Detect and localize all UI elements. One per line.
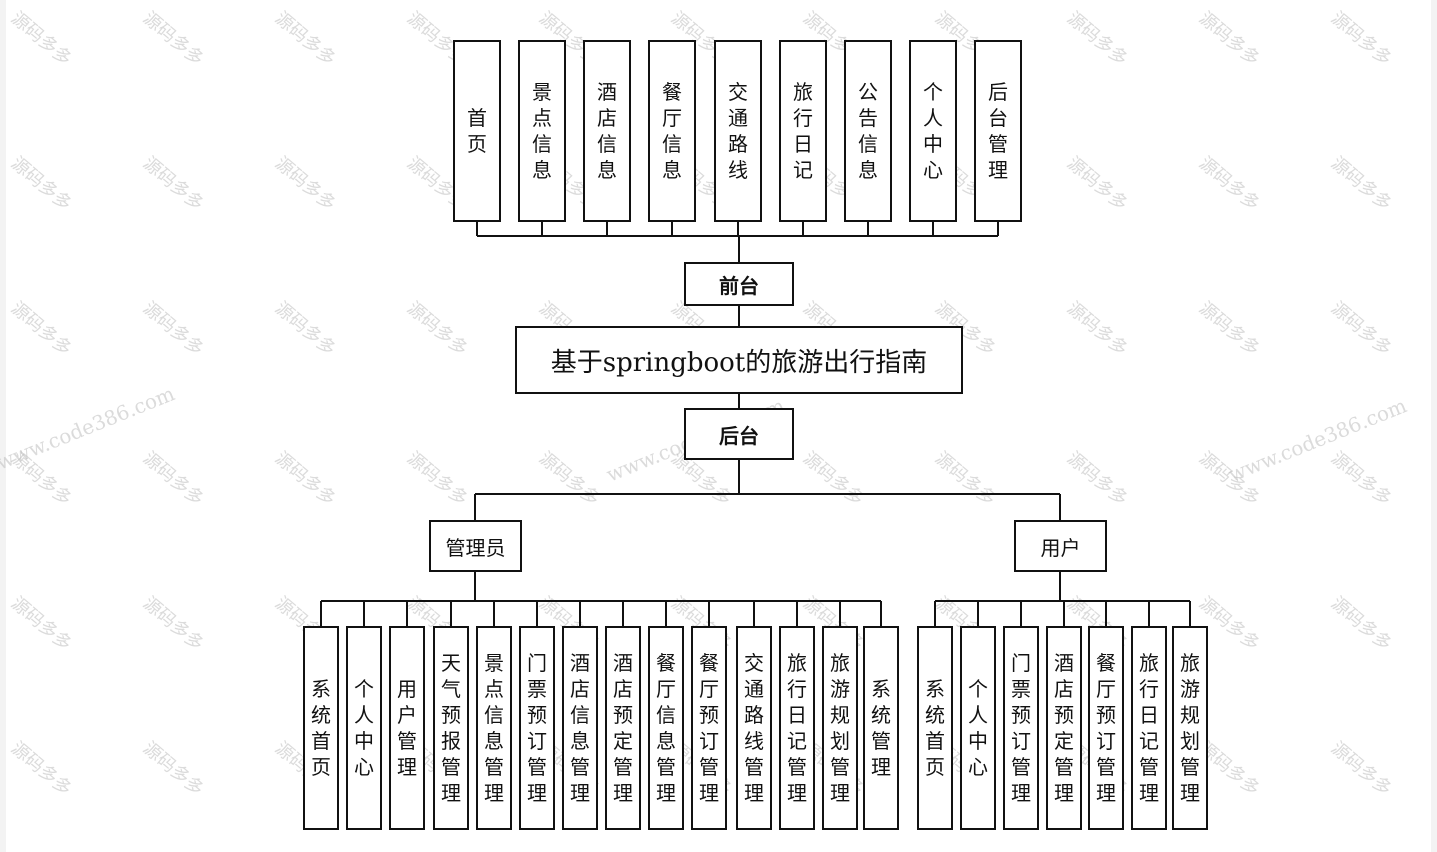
- admin-item-label: 旅游规划管理: [830, 651, 850, 805]
- admin-item-label: 景点信息管理: [484, 651, 504, 805]
- admin-item: 交通路线管理: [736, 626, 772, 830]
- node-admin: 管理员: [429, 520, 522, 572]
- admin-item-label: 餐厅信息管理: [656, 651, 676, 805]
- frontend-item-label: 餐厅信息: [662, 80, 682, 182]
- admin-item-label: 用户管理: [397, 677, 417, 779]
- user-item-label: 旅游规划管理: [1180, 651, 1200, 805]
- admin-item: 酒店预定管理: [605, 626, 641, 830]
- user-item: 酒店预定管理: [1046, 626, 1082, 830]
- admin-item: 系统首页: [303, 626, 339, 830]
- frontend-item: 酒店信息: [583, 40, 631, 222]
- user-item-label: 个人中心: [968, 677, 988, 779]
- user-item: 系统首页: [917, 626, 953, 830]
- user-item: 门票预订管理: [1003, 626, 1039, 830]
- frontend-item-label: 公告信息: [858, 80, 878, 182]
- user-item-label: 酒店预定管理: [1054, 651, 1074, 805]
- admin-item-label: 酒店信息管理: [570, 651, 590, 805]
- admin-item: 系统管理: [863, 626, 899, 830]
- admin-item-label: 系统管理: [871, 677, 891, 779]
- node-user: 用户: [1014, 520, 1107, 572]
- admin-item-label: 门票预订管理: [527, 651, 547, 805]
- admin-item: 餐厅预订管理: [691, 626, 727, 830]
- admin-item: 旅行日记管理: [779, 626, 815, 830]
- frontend-item-label: 旅行日记: [793, 80, 813, 182]
- admin-item: 用户管理: [389, 626, 425, 830]
- user-item-label: 旅行日记管理: [1139, 651, 1159, 805]
- frontend-item: 交通路线: [714, 40, 762, 222]
- node-frontend: 前台: [684, 262, 794, 306]
- user-item-label: 餐厅预订管理: [1096, 651, 1116, 805]
- admin-item-label: 旅行日记管理: [787, 651, 807, 805]
- admin-item-label: 天气预报管理: [441, 651, 461, 805]
- frontend-item: 公告信息: [844, 40, 892, 222]
- admin-item: 旅游规划管理: [822, 626, 858, 830]
- user-item: 餐厅预订管理: [1088, 626, 1124, 830]
- admin-item: 天气预报管理: [433, 626, 469, 830]
- user-item: 旅行日记管理: [1131, 626, 1167, 830]
- frontend-item-label: 后台管理: [988, 80, 1008, 182]
- frontend-item-label: 酒店信息: [597, 80, 617, 182]
- user-item-label: 门票预订管理: [1011, 651, 1031, 805]
- admin-item-label: 餐厅预订管理: [699, 651, 719, 805]
- frontend-item: 首页: [453, 40, 501, 222]
- admin-item: 门票预订管理: [519, 626, 555, 830]
- admin-item: 餐厅信息管理: [648, 626, 684, 830]
- frontend-item: 景点信息: [518, 40, 566, 222]
- admin-item-label: 系统首页: [311, 677, 331, 779]
- admin-item-label: 交通路线管理: [744, 651, 764, 805]
- admin-item-label: 个人中心: [354, 677, 374, 779]
- frontend-item-label: 个人中心: [923, 80, 943, 182]
- admin-item: 景点信息管理: [476, 626, 512, 830]
- frontend-item-label: 交通路线: [728, 80, 748, 182]
- user-item-label: 系统首页: [925, 677, 945, 779]
- admin-item-label: 酒店预定管理: [613, 651, 633, 805]
- user-item: 个人中心: [960, 626, 996, 830]
- admin-item: 酒店信息管理: [562, 626, 598, 830]
- admin-item: 个人中心: [346, 626, 382, 830]
- frontend-item: 餐厅信息: [648, 40, 696, 222]
- frontend-item: 旅行日记: [779, 40, 827, 222]
- frontend-item-label: 首页: [467, 106, 487, 156]
- frontend-item: 后台管理: [974, 40, 1022, 222]
- frontend-item: 个人中心: [909, 40, 957, 222]
- frontend-item-label: 景点信息: [532, 80, 552, 182]
- node-backend: 后台: [684, 408, 794, 460]
- user-item: 旅游规划管理: [1172, 626, 1208, 830]
- node-root-title: 基于springboot的旅游出行指南: [515, 326, 963, 394]
